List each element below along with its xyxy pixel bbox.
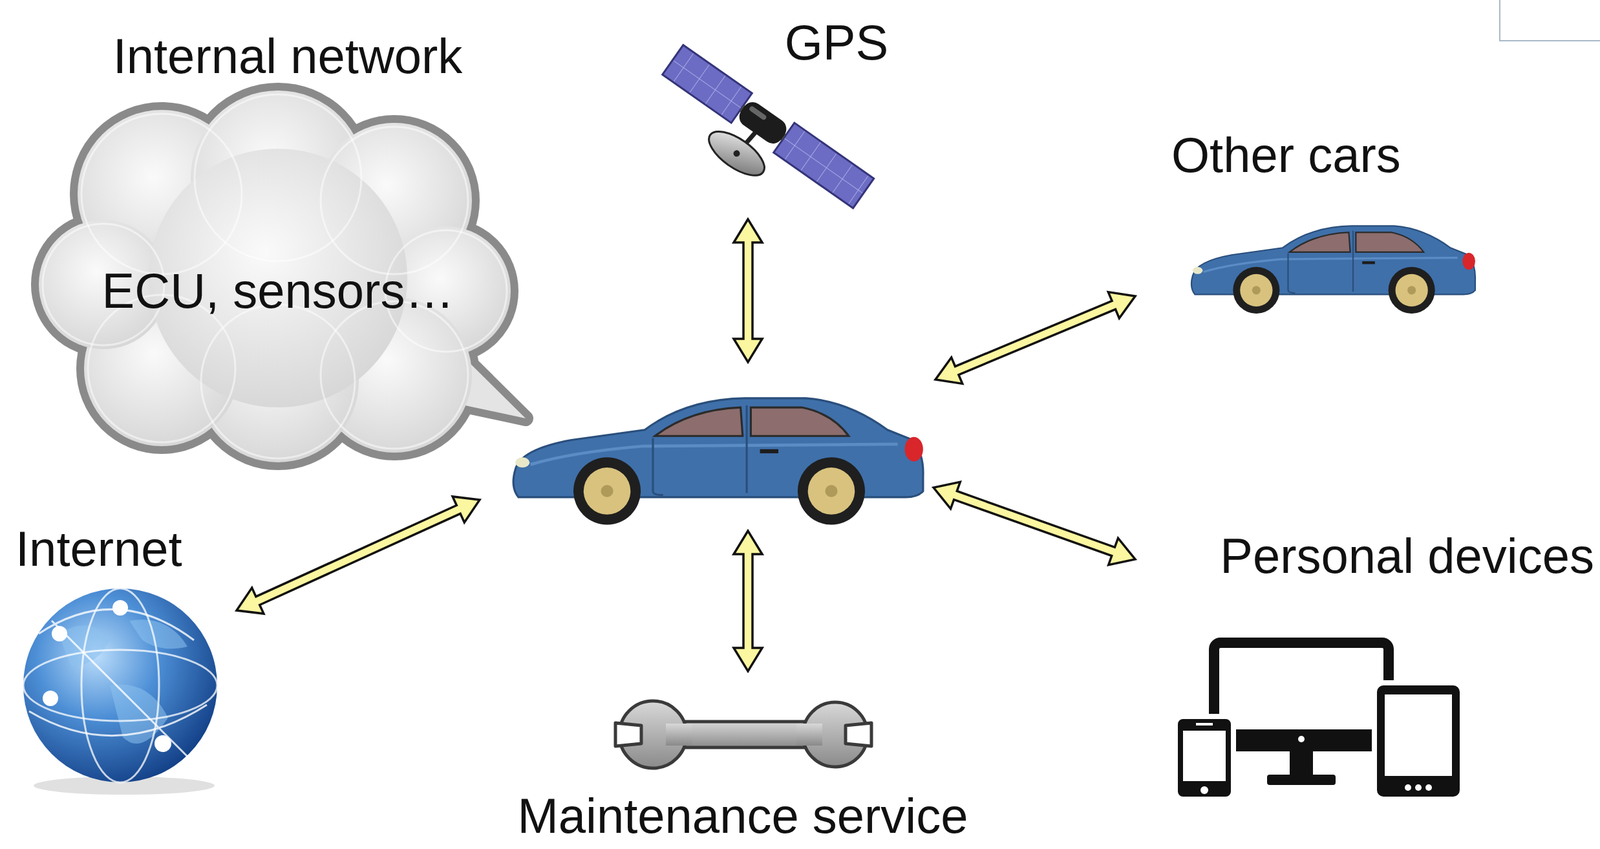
- double-arrow: [733, 219, 763, 363]
- globe-icon: [23, 649, 218, 721]
- devices-icon: [1175, 642, 1463, 800]
- satellite-icon: [732, 148, 742, 158]
- maintenance-label: Maintenance service: [517, 788, 968, 843]
- gps-label: GPS: [784, 15, 889, 70]
- car-icon: [513, 398, 924, 525]
- cloud-outline: [38, 90, 526, 463]
- globe-icon: [23, 588, 218, 795]
- personal-devices-label: Personal devices: [1219, 528, 1595, 584]
- globe-icon: [42, 690, 59, 706]
- devices-icon: [1404, 784, 1412, 791]
- other-cars-label: Other cars: [1171, 128, 1401, 183]
- globe-icon: [51, 625, 68, 642]
- satellite-icon: [748, 105, 768, 121]
- devices-icon: [1175, 716, 1234, 800]
- globe-icon: [81, 588, 160, 783]
- devices-icon: [1214, 729, 1389, 749]
- wrench-icon: [665, 723, 692, 746]
- cloud-fill: [38, 90, 526, 463]
- wrench-icon: [845, 722, 872, 747]
- devices-icon: [1374, 682, 1463, 800]
- devices-icon: [1267, 774, 1336, 785]
- node-body: ECU, sensors…: [102, 263, 455, 319]
- car-icon: [1191, 225, 1476, 313]
- double-arrow: [236, 496, 480, 614]
- devices-icon: [1183, 730, 1226, 781]
- double-arrow: [935, 292, 1136, 384]
- double-arrow: [933, 481, 1136, 565]
- satellite-icon: [735, 98, 790, 148]
- satellite-icon: [773, 122, 875, 209]
- wrench-icon: [796, 723, 823, 746]
- devices-icon: [1200, 786, 1209, 794]
- devices-icon: [1384, 694, 1452, 776]
- satellite-icon: [641, 45, 875, 238]
- corner-frame: [1499, 0, 1600, 41]
- cloud-highlight: [201, 304, 355, 459]
- cloud-node: Internal networkECU, sensors…: [32, 84, 511, 466]
- wrench-icon: [615, 722, 642, 747]
- wrench-icon: [615, 700, 872, 768]
- devices-icon: [1425, 784, 1432, 791]
- cloud-highlight: [194, 94, 362, 262]
- cloud-highlight: [320, 301, 469, 449]
- globe-icon: [29, 608, 207, 757]
- devices-icon: [1195, 722, 1213, 726]
- devices-icon: [1289, 748, 1313, 776]
- devices-icon: [1415, 784, 1422, 791]
- cloud-highlight: [81, 113, 242, 275]
- node-heading: Internal network: [113, 29, 463, 84]
- double-arrow: [733, 530, 763, 672]
- devices-icon: [1298, 735, 1305, 743]
- globe-icon: [112, 599, 128, 616]
- cloud-highlight: [320, 126, 469, 275]
- globe-icon: [154, 735, 172, 752]
- internet-label: Internet: [15, 521, 183, 576]
- satellite-icon: [662, 45, 753, 123]
- globe-icon: [23, 588, 218, 783]
